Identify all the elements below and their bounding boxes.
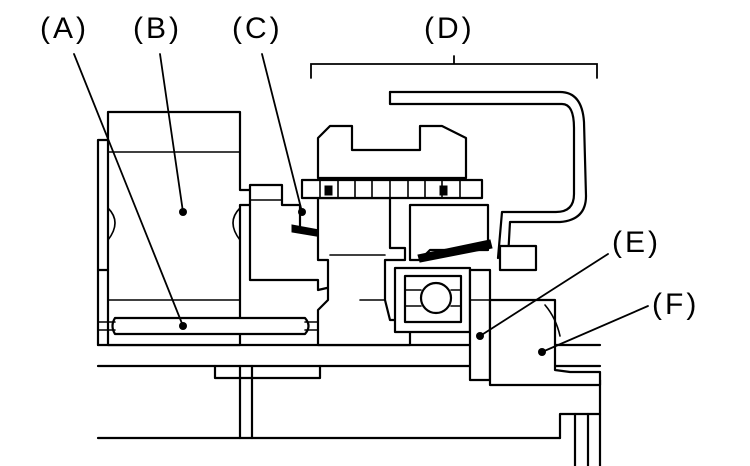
leader-dot-e bbox=[476, 332, 484, 340]
part-e-retaining-collar bbox=[468, 268, 492, 382]
label-a: (A) bbox=[40, 12, 89, 45]
leader-line-e bbox=[479, 253, 609, 337]
label-d-bracket bbox=[310, 55, 598, 79]
part-b-housing-block bbox=[96, 110, 270, 347]
leader-dots bbox=[179, 208, 546, 356]
part-a-seal-ring bbox=[97, 316, 326, 336]
label-b: (B) bbox=[133, 12, 182, 45]
part-f-outer-block bbox=[488, 298, 602, 387]
leader-line-a bbox=[73, 53, 184, 327]
leader-lines bbox=[73, 53, 649, 353]
label-e: (E) bbox=[612, 226, 661, 259]
label-c: (C) bbox=[232, 12, 283, 45]
leader-line-b bbox=[159, 53, 184, 213]
ball-bearing bbox=[403, 274, 463, 324]
leader-dot-c bbox=[298, 208, 306, 216]
label-f: (F) bbox=[652, 288, 699, 321]
leader-dot-a bbox=[179, 322, 187, 330]
leader-dot-f bbox=[538, 348, 546, 356]
part-d-top-cap bbox=[300, 124, 484, 200]
leader-dot-b bbox=[179, 208, 187, 216]
leader-line-c bbox=[261, 53, 303, 213]
label-d: (D) bbox=[424, 12, 475, 45]
part-d-spring-clip bbox=[388, 90, 588, 272]
leader-line-f bbox=[541, 305, 649, 353]
